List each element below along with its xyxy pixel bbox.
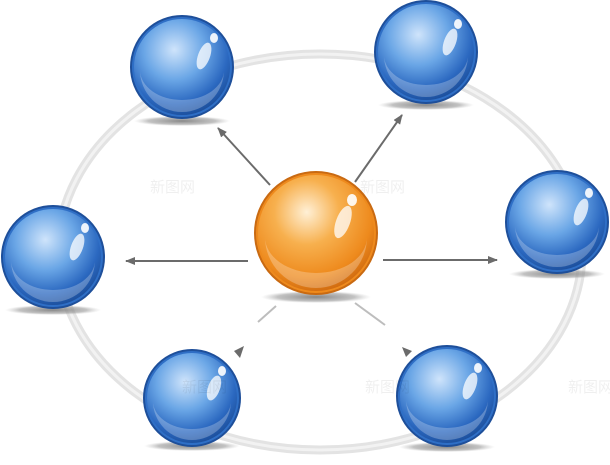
arrowhead-bottom-right — [402, 347, 412, 357]
watermark-text: 新图网 — [360, 178, 405, 196]
hub-node — [254, 171, 378, 295]
arrowhead-bottom-left — [234, 346, 244, 358]
satellite-node-bottom-left — [143, 349, 241, 447]
satellite-node-right — [505, 170, 609, 274]
watermark: 新图网 新图网 新图网 新图网 新图网 — [150, 178, 610, 396]
satellite-node-top-left — [130, 15, 234, 119]
watermark-text: 新图网 — [568, 378, 610, 396]
arrow-to-top-left — [217, 127, 271, 186]
satellite-node-left — [1, 205, 105, 309]
watermark-text: 新图网 — [182, 378, 227, 396]
satellite-node-top-right — [374, 0, 478, 104]
arrow-to-bottom-left — [257, 305, 277, 323]
satellite-node-bottom-right — [396, 345, 498, 447]
watermark-text: 新图网 — [365, 378, 410, 396]
arrow-to-top-right — [354, 114, 403, 183]
watermark-text: 新图网 — [150, 178, 195, 196]
connector-arrows — [125, 114, 498, 358]
arrow-to-bottom-right — [354, 302, 386, 326]
